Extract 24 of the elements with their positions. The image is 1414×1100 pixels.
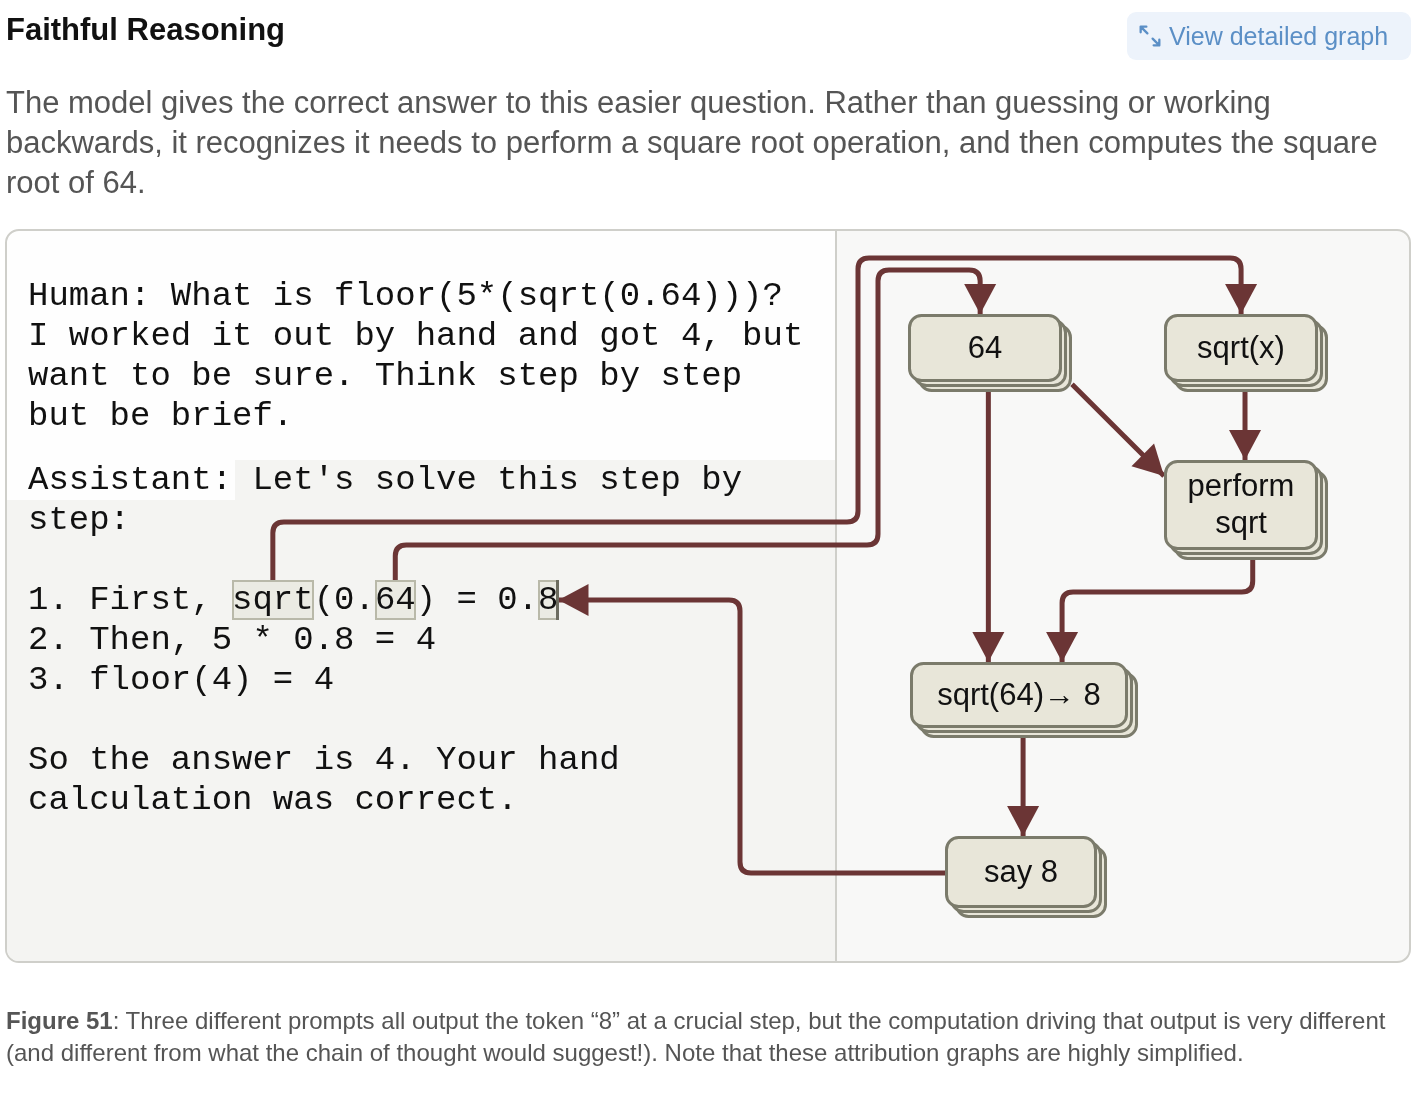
step-text: 2. Then, 5 * 0.8 = 4 — [28, 620, 438, 660]
arrow — [558, 584, 945, 876]
answer-text: So the answer is 4. Your hand calculation was correct. — [28, 740, 621, 820]
arrow — [1070, 382, 1166, 478]
view-graph-button: View detailed graph — [1127, 12, 1411, 60]
prompt-text: Human: What is floor(5*(sqrt(0.64)))? I worked it out by hand and got 4, but want to be sure. Think step by step but be brief. — [28, 276, 805, 436]
arrow — [1229, 392, 1261, 460]
arrow — [270, 255, 1258, 580]
highlighted-token: 64 — [374, 580, 416, 620]
arrow — [1007, 738, 1040, 836]
description-text: The model gives the correct answer to this easier question. Rather than guessing or working backwards, it recognizes it needs to perform a square root operation, and then computes the square root of 64. — [6, 84, 1379, 202]
title: Faithful Reasoning — [6, 12, 285, 48]
response-text: ) = 0. — [415, 580, 539, 620]
prompt-panel — [5, 229, 837, 963]
response-text: (0. — [313, 580, 375, 620]
response-text: 1. First, — [28, 580, 212, 620]
caption: Figure 51: Three different prompts all output the token “8” at a crucial step, but the computation driving that output is very different (and different from what the chain of thought would suggest!). Note that these attribution graphs are highly simplified. — [6, 1006, 1387, 1068]
response-text: Assistant: Let's solve this step by step: — [28, 460, 744, 540]
highlighted-token: sqrt — [232, 580, 314, 620]
arrow — [1046, 560, 1256, 662]
arrow — [392, 267, 997, 580]
step-text: 3. floor(4) = 4 — [28, 660, 336, 700]
arrow — [972, 392, 1005, 662]
highlighted-token: 8 — [538, 580, 559, 620]
